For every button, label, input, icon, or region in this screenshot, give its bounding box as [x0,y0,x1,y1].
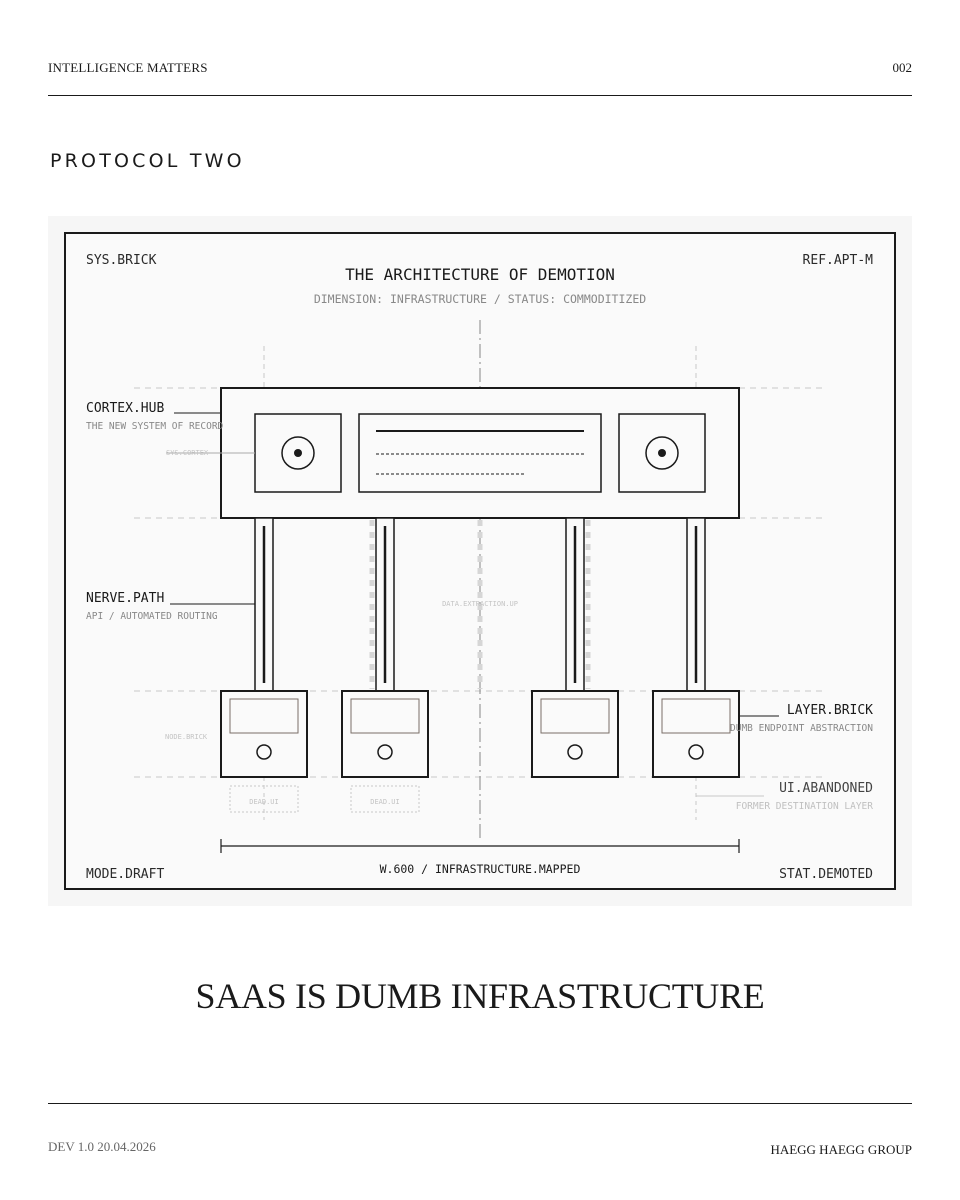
nerve-paths [254,517,706,692]
brick-node [531,690,619,778]
hub-label: CORTEX.HUB [86,401,164,416]
section-title: PROTOCOL TWO [50,150,245,172]
dead-ui-box [229,785,299,813]
diagram-title: THE ARCHITECTURE OF DEMOTION [345,265,615,284]
hub-sublabel: THE NEW SYSTEM OF RECORD [86,421,224,432]
headline: SAAS IS DUMB INFRASTRUCTURE [195,976,765,1016]
dead-ui-label: DEAD.UI [249,798,279,806]
dead-ui-label: DEAD.UI [370,798,400,806]
dead-ui-box [350,785,420,813]
footer-company: HAEGG HAEGG GROUP [770,1142,912,1157]
path-label: NERVE.PATH [86,591,164,606]
cortex-hub [220,387,740,519]
hub-sensor-right [618,413,706,493]
corner-label-stat: STAT.DEMOTED [779,867,873,882]
brick-sublabel: DUMB ENDPOINT ABSTRACTION [730,723,873,734]
header-title: INTELLIGENCE MATTERS [48,60,208,75]
brick-node [341,690,429,778]
ui-abandoned-label: UI.ABANDONED [779,781,873,796]
dimension-line [220,839,740,853]
footer-divider [48,1103,912,1104]
diagram-subtitle: DIMENSION: INFRASTRUCTURE / STATUS: COMM… [314,292,646,306]
brick-node [652,690,740,778]
label-leaders [166,412,779,717]
hub-faint-label: SYS.CORTEX [166,449,209,457]
sensor-dot-icon [658,449,666,457]
footer-version: DEV 1.0 20.04.2026 [48,1139,156,1154]
data-extraction-label: DATA.EXTRACTION.UP [442,600,518,608]
data-extraction-flows [369,520,591,689]
architecture-diagram-panel: SYS.BRICK REF.APT-M MODE.DRAFT STAT.DEMO… [48,216,912,906]
node-faint-label: NODE.BRICK [165,733,208,741]
path-sublabel: API / AUTOMATED ROUTING [86,611,218,622]
corner-label-sys: SYS.BRICK [86,253,157,268]
hub-display [358,413,602,493]
brick-node [220,690,308,778]
sensor-dot-icon [294,449,302,457]
brick-label: LAYER.BRICK [787,703,873,718]
corner-label-ref: REF.APT-M [803,253,874,268]
sensor-ring-icon [281,436,315,470]
sensor-ring-icon [645,436,679,470]
dimension-label: W.600 / INFRASTRUCTURE.MAPPED [380,862,581,876]
architecture-diagram: SYS.BRICK REF.APT-M MODE.DRAFT STAT.DEMO… [64,232,896,890]
page-number: 002 [892,60,913,75]
ui-abandoned-sublabel: FORMER DESTINATION LAYER [736,801,874,812]
header-divider [48,95,912,96]
corner-label-mode: MODE.DRAFT [86,867,164,882]
